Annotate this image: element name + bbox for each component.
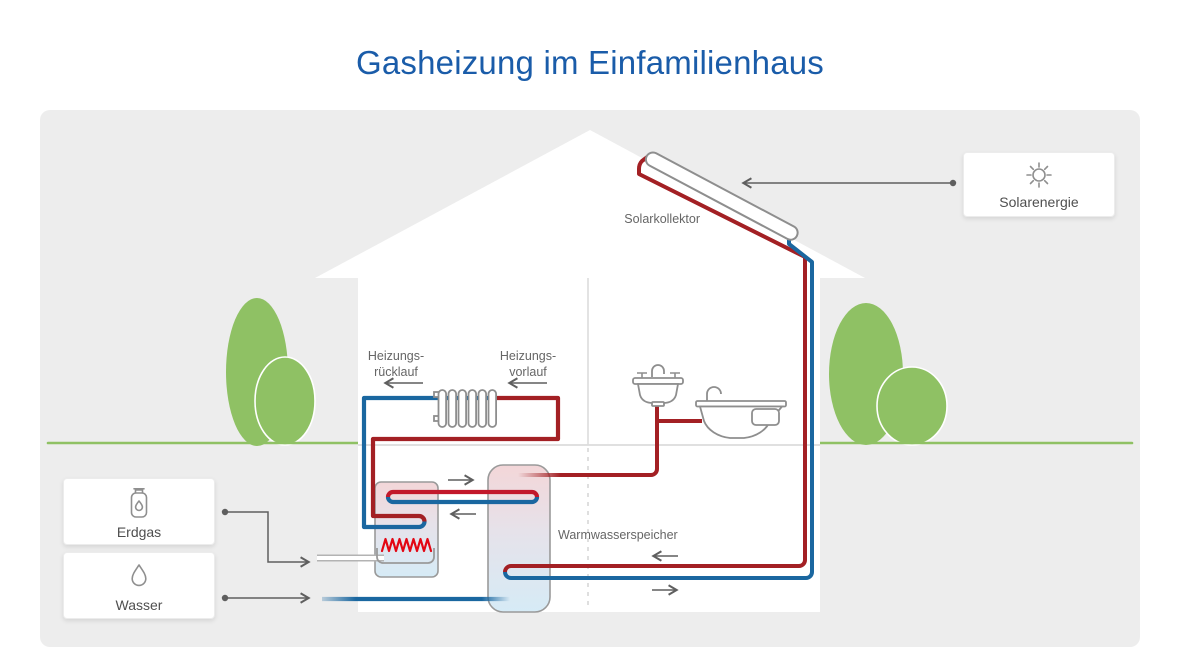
roof: [315, 130, 865, 278]
solar-arrow-dot: [949, 179, 957, 187]
erdgas-card: Erdgas: [63, 478, 215, 545]
solarenergie-label: Solarenergie: [999, 194, 1079, 210]
heating-return-pipe: [361, 395, 497, 530]
heating-supply-pipe: [370, 395, 561, 522]
water-drop-icon: [131, 564, 147, 587]
loading-pipe-return: [385, 496, 540, 505]
loading-pipe-hot: [385, 489, 540, 498]
wasser-card: Wasser: [63, 552, 215, 619]
radiator: [433, 389, 497, 428]
bathtub: [695, 386, 787, 439]
heizungs-vorlauf-label-line1: Heizungs-: [500, 349, 556, 363]
solar-pipe-return: [503, 234, 814, 580]
heizungs-ruecklauf-label-line2: rücklauf: [374, 365, 418, 379]
gas-bottle-icon: [130, 488, 148, 518]
solar-pipe-hot: [503, 153, 807, 573]
erdgas-label: Erdgas: [116, 524, 162, 540]
hot-water-pipe: [518, 403, 659, 477]
bushes-right: [829, 303, 948, 446]
gas-arrow: [225, 511, 311, 568]
sink: [632, 364, 684, 407]
warmwasserspeicher-label: Warmwasserspeicher: [558, 528, 678, 542]
sun-icon: [1026, 162, 1052, 188]
burner-flames: [380, 537, 433, 553]
page-title: Gasheizung im Einfamilienhaus: [355, 44, 825, 81]
gas-boiler: [374, 481, 439, 578]
storage-tank: [487, 464, 551, 613]
solarkollektor-label: Solarkollektor: [624, 212, 700, 226]
house-diagram: Solarkollektor Heizungs- rücklauf Heizun…: [46, 130, 1134, 613]
burner-tray: [376, 548, 435, 564]
bushes-left: [226, 298, 316, 446]
heizungs-vorlauf-label-line2: vorlauf: [509, 365, 547, 379]
flow-arrows: [221, 177, 957, 604]
wasser-label: Wasser: [115, 597, 163, 613]
heizungs-ruecklauf-label-line1: Heizungs-: [368, 349, 424, 363]
solar-collector: [644, 151, 799, 241]
diagram-panel: Solarkollektor Heizungs- rücklauf Heizun…: [40, 110, 1140, 647]
solarenergie-card: Solarenergie: [963, 152, 1115, 217]
